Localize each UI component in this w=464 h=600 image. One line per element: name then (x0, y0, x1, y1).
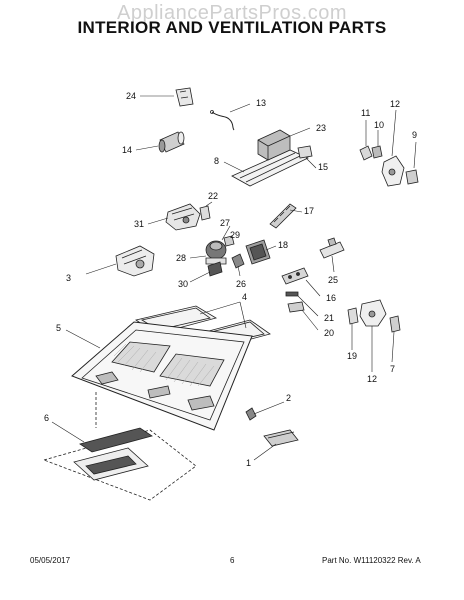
part-1-light (263, 429, 299, 447)
part-14-capacitor (158, 131, 185, 153)
callout-7: 7 (390, 364, 395, 374)
part-5-vent-panel (71, 321, 253, 431)
callout-labels: 24 13 23 14 8 15 11 10 12 9 22 17 31 27 … (44, 91, 417, 468)
footer-page-number: 6 (230, 556, 235, 565)
callout-12-bottom: 12 (367, 374, 377, 384)
callout-29: 29 (230, 230, 240, 240)
callout-1: 1 (246, 458, 251, 468)
callout-16: 16 (326, 293, 336, 303)
callout-17: 17 (304, 206, 314, 216)
callout-28: 28 (176, 253, 186, 263)
callout-8: 8 (214, 156, 219, 166)
callout-4: 4 (242, 292, 247, 302)
part-19-12-7-switches (347, 299, 401, 333)
page-title: INTERIOR AND VENTILATION PARTS (77, 18, 387, 37)
callout-5: 5 (56, 323, 61, 333)
part-16-21-20-controls (281, 267, 309, 313)
callout-20: 20 (324, 328, 334, 338)
callout-24: 24 (126, 91, 136, 101)
part-24-bracket (175, 87, 194, 107)
footer-part-number: Part No. W11120322 Rev. A (322, 556, 421, 565)
callout-22: 22 (208, 191, 218, 201)
callout-3: 3 (66, 273, 71, 283)
callout-2: 2 (286, 393, 291, 403)
callout-30: 30 (178, 279, 188, 289)
callout-6: 6 (44, 413, 49, 423)
callout-27: 27 (220, 218, 230, 228)
callout-18: 18 (278, 240, 288, 250)
callout-21: 21 (324, 313, 334, 323)
watermark: AppliancePartsPros.com (117, 2, 347, 24)
part-31-damper (165, 203, 201, 231)
callout-26: 26 (236, 279, 246, 289)
part-25-connector (319, 237, 345, 259)
part-6-filter-frame (42, 392, 197, 501)
callout-23: 23 (316, 123, 326, 133)
part-3-housing (115, 245, 155, 277)
part-22-clip (199, 205, 211, 221)
callout-15: 15 (318, 162, 328, 172)
part-8-23-motor-bracket (231, 129, 313, 187)
part-27-28-29-motor (205, 235, 235, 265)
callout-11: 11 (361, 108, 370, 118)
part-18-panel (245, 239, 271, 265)
callout-13: 13 (256, 98, 266, 108)
callout-19: 19 (347, 351, 357, 361)
callout-9: 9 (412, 130, 417, 140)
part-17-strip (269, 203, 297, 229)
callout-25: 25 (328, 275, 338, 285)
callout-12-top: 12 (390, 99, 400, 109)
callout-10: 10 (374, 120, 384, 130)
part-11-10-9-switches (359, 145, 419, 187)
callout-31: 31 (134, 219, 144, 229)
part-13-wire (210, 110, 235, 131)
callout-14: 14 (122, 145, 132, 155)
footer-date: 05/05/2017 (30, 556, 71, 565)
part-2-screw (245, 407, 257, 421)
